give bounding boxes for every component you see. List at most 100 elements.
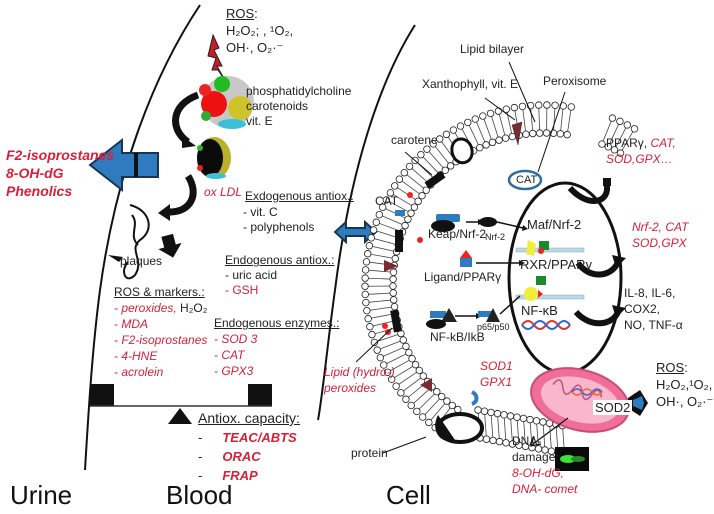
lipid-head (556, 130, 565, 138)
lipid-head (563, 130, 571, 139)
output-cox2: COX2, (624, 302, 661, 316)
lipid-head (387, 375, 396, 384)
lipid-tail (516, 417, 520, 446)
ros-blood-line1: H₂O₂; , ¹O₂, (226, 23, 294, 38)
lipid-head (487, 408, 495, 417)
lipid-head (414, 197, 422, 206)
lipid-tail (620, 128, 635, 154)
dna-damage-label-1: DNA- (512, 434, 542, 448)
output-il8: IL-8, IL-6, (624, 286, 676, 300)
lipid-tail (538, 105, 541, 134)
dna-marker-comet: DNA- comet (512, 482, 578, 496)
lipid-tail (383, 352, 410, 366)
lipid-head (364, 315, 372, 323)
ros-marker-f2: - F2-isoprostanes (114, 333, 208, 347)
lipid-head (542, 129, 551, 137)
lipid-head (395, 175, 404, 183)
lipid-head (401, 221, 409, 230)
sod2-label: SOD2 (593, 400, 633, 415)
lipid-head (375, 210, 384, 219)
lipid-peroxides-label-1: Lipid (hydro-) (324, 365, 395, 379)
lipid-tail (416, 391, 438, 412)
lipid-head (604, 143, 612, 151)
lipid-tail (566, 106, 572, 135)
lipid-tail (371, 237, 399, 246)
lipid-head (482, 141, 490, 149)
lipid-head (519, 414, 528, 423)
dna-damage-label-2: damage: (512, 450, 559, 464)
lipid-head (598, 140, 606, 148)
output-nrf2-cat: Nrf-2, CAT (632, 220, 689, 234)
lipid-head (630, 125, 639, 133)
lipid-head (535, 101, 543, 109)
lipid-head (419, 413, 427, 421)
lipid-tail (490, 412, 494, 441)
lipid-head (361, 274, 369, 282)
capacity-item-orac: -ORAC (198, 449, 261, 464)
lipid-head (391, 254, 400, 263)
lipid-head (373, 346, 381, 354)
curved-arrow-2 (169, 174, 197, 216)
lipid-head (391, 182, 399, 190)
lipid-tail (530, 105, 534, 134)
lipid-tail (510, 415, 513, 445)
exogenous-item: - polyphenols (243, 220, 315, 234)
ros-mito-line1: H₂O₂,¹O₂, (656, 377, 713, 392)
dna-marker-8ohdg: 8-OH-dG, (512, 466, 565, 480)
lipid-head (510, 103, 519, 112)
lipid-head (610, 146, 619, 154)
lipid-tail (420, 154, 441, 176)
lipid-head (506, 412, 515, 420)
lipid-head (608, 114, 617, 122)
balance-scale-icon (90, 384, 272, 424)
nucleus-maf-nrf2: Maf/Nrf-2 (527, 217, 582, 232)
lipid-head (378, 203, 387, 211)
lipid-head (433, 388, 441, 396)
lipid-head (495, 136, 503, 144)
keap-nrf2-label: Keap/Nrf-2 (428, 227, 487, 241)
lipid-head (471, 115, 479, 123)
p65-p50-label: p65/p50 (477, 322, 510, 332)
lipid-head (408, 354, 416, 363)
lipid-tail (482, 115, 493, 143)
curved-arrow-1 (172, 91, 200, 145)
lipid-head (425, 418, 433, 427)
capacity-item-frap: -FRAP (198, 468, 258, 483)
lipid-head (419, 372, 427, 380)
lipid-head (405, 162, 414, 171)
lipid-tail (614, 124, 628, 150)
ldl-component-vit-e: vit. E (246, 114, 273, 128)
carotene-molecule (424, 170, 446, 190)
ros-marker-acrolein: - acrolein (114, 365, 164, 379)
lipid-head (410, 203, 419, 211)
enzyme-sod3: - SOD 3 (214, 332, 258, 346)
lipid-tail (386, 199, 412, 214)
lipid-head (402, 342, 410, 351)
lipid-head (448, 401, 456, 410)
cat-membrane-box (395, 210, 405, 216)
lipid-head (441, 166, 449, 174)
lipid-head (449, 126, 458, 134)
lipid-tail (404, 172, 427, 191)
peroxisome-label: Peroxisome (543, 74, 607, 88)
output-sod-gpx: SOD,GPX… (606, 152, 673, 166)
nrf2-molecule (479, 217, 497, 227)
lipid-head (411, 360, 420, 369)
lipid-tail (390, 192, 415, 208)
ros-blood-title: ROS: (226, 6, 258, 21)
gpx1-label: GPX1 (480, 375, 513, 389)
lipid-head (535, 129, 544, 137)
lipid-head (501, 134, 510, 142)
peroxisome-icon (507, 169, 543, 191)
nucleus-rxr-ppar: RXR/PPARγ (520, 257, 592, 272)
ldl-component-phosphatidylcholine: phosphatidylcholine (246, 84, 352, 98)
output-arrow-1 (567, 183, 610, 204)
lipid-head (616, 149, 625, 157)
lipid-head (405, 348, 413, 357)
output-sod-gpx-2: SOD,GPX (632, 236, 687, 250)
ros-marker-peroxides: - peroxides, H₂O₂ (114, 301, 208, 315)
lipid-head (417, 150, 425, 159)
lipid-head (386, 189, 395, 197)
lipid-tail (422, 396, 443, 418)
